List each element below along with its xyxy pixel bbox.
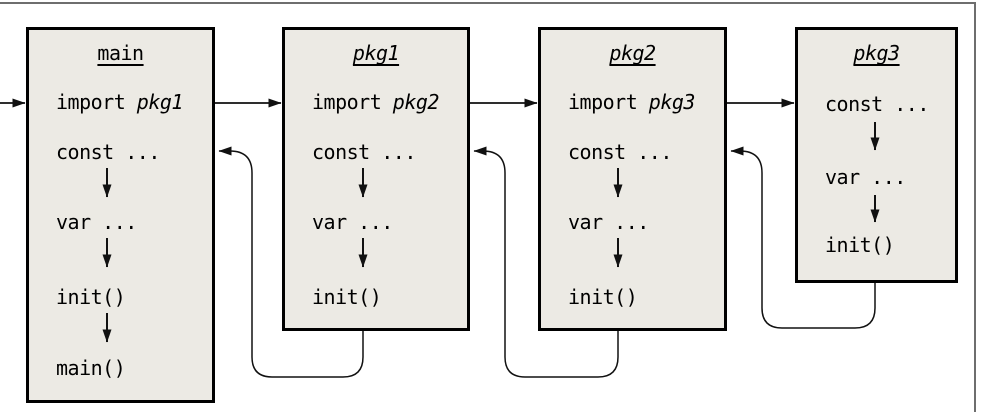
step-init: init() (568, 285, 638, 309)
package-box-pkg2: pkg2 import pkg3 const ... var ... init(… (538, 27, 727, 331)
import-statement: import pkg1 (56, 90, 183, 114)
box-title-pkg3: pkg3 (853, 41, 900, 65)
package-box-pkg1: pkg1 import pkg2 const ... var ... init(… (282, 27, 470, 331)
step-var: var ... (825, 165, 906, 189)
step-main-call: main() (56, 356, 126, 380)
step-const: const ... (312, 140, 416, 164)
step-const: const ... (568, 140, 672, 164)
step-init: init() (56, 285, 126, 309)
import-target: pkg1 (136, 90, 184, 114)
step-init: init() (312, 285, 382, 309)
step-var: var ... (568, 210, 649, 234)
import-target: pkg3 (648, 90, 696, 114)
import-keyword: import (312, 90, 382, 114)
import-target: pkg2 (392, 90, 440, 114)
step-var: var ... (312, 210, 393, 234)
box-title-pkg2: pkg2 (609, 41, 656, 65)
step-const: const ... (825, 92, 929, 116)
step-var: var ... (56, 210, 137, 234)
step-init: init() (825, 233, 895, 257)
package-box-main: main import pkg1 const ... var ... init(… (26, 27, 215, 403)
box-title-main: main (97, 41, 144, 65)
import-keyword: import (56, 90, 126, 114)
figure-frame-right-border (973, 2, 976, 412)
step-const: const ... (56, 140, 160, 164)
box-title-pkg1: pkg1 (352, 41, 400, 65)
package-box-pkg3: pkg3 const ... var ... init() (795, 27, 958, 283)
import-statement: import pkg2 (312, 90, 439, 114)
import-keyword: import (568, 90, 638, 114)
import-statement: import pkg3 (568, 90, 695, 114)
figure-frame-top-border (0, 2, 976, 5)
